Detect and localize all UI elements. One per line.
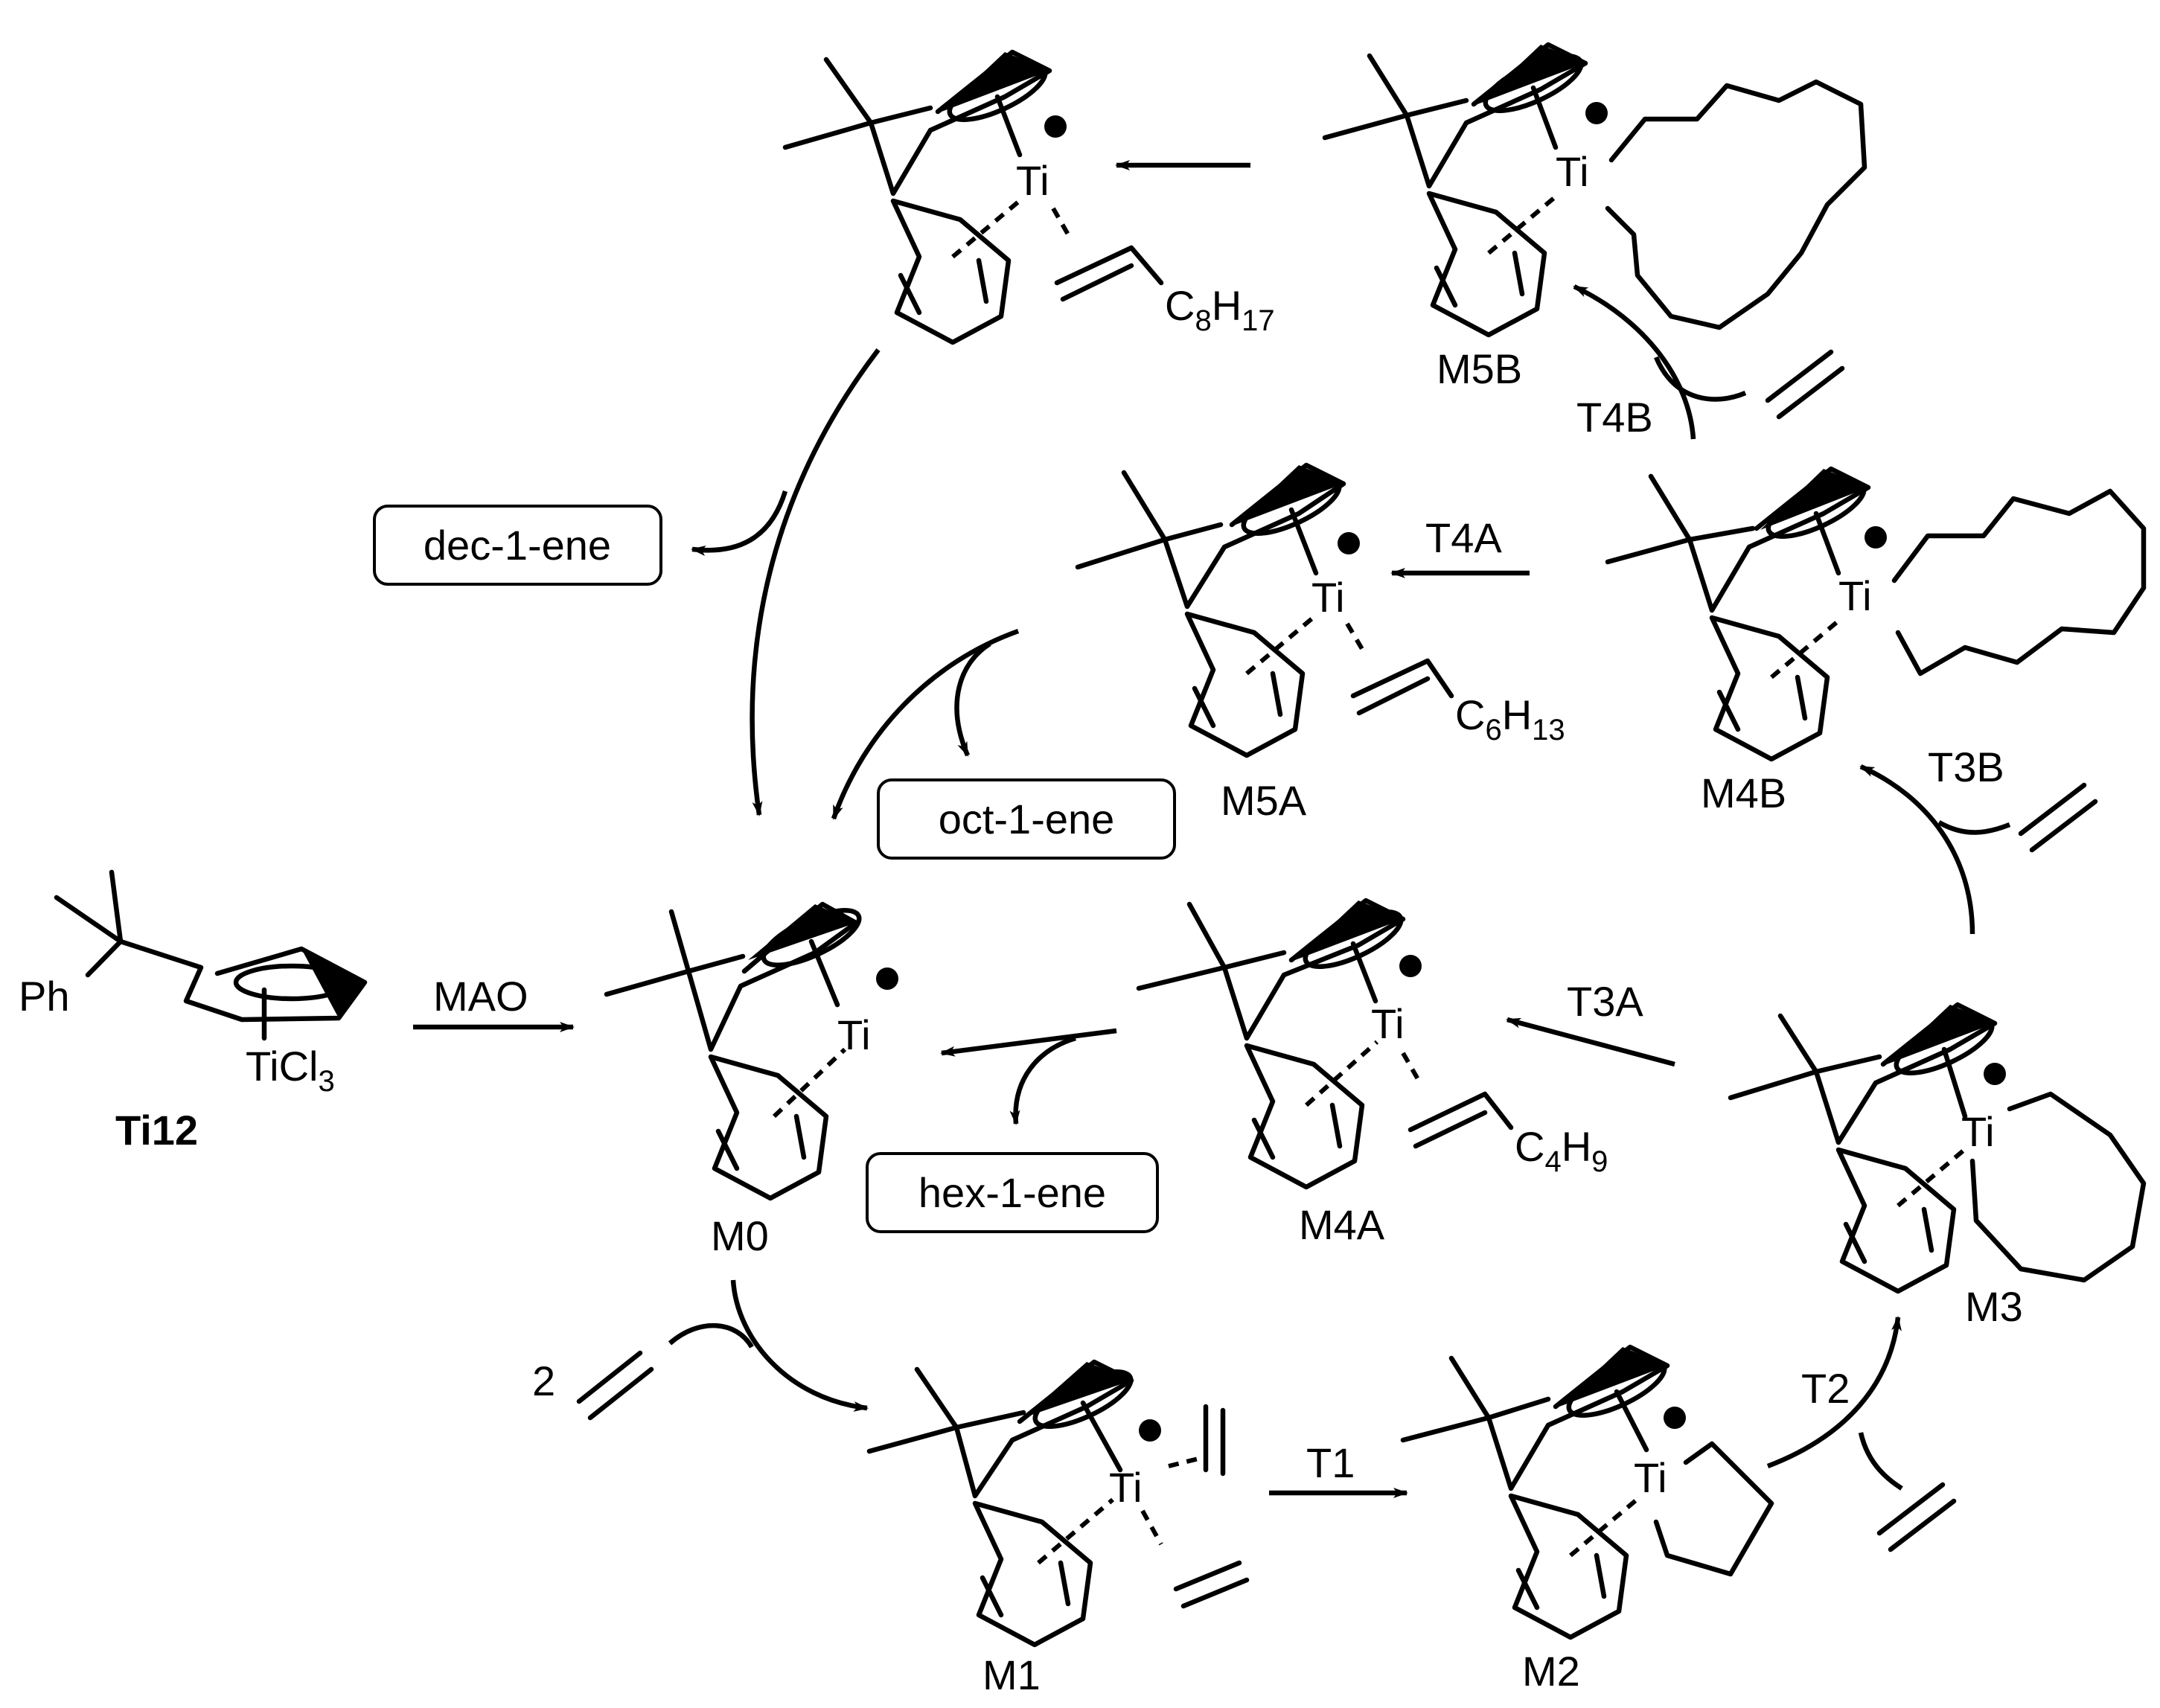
m0-ti-label: Ti <box>837 1011 871 1058</box>
hexyl-c-subscript: 6 <box>1485 714 1501 746</box>
ti12-label: Ti12 <box>115 1107 198 1154</box>
octene-label: oct-1-ene <box>939 796 1115 842</box>
m4b-complex: Ti M4B <box>1605 466 2147 816</box>
m4a-ti-label: Ti <box>1371 1000 1405 1047</box>
t3a-label: T3A <box>1567 978 1643 1025</box>
m0-positive-charge-icon <box>876 967 898 990</box>
m5b-complex: Ti M5B <box>1322 42 1867 392</box>
m5b-label: M5B <box>1437 345 1522 392</box>
butyl-h-subscript: 9 <box>1591 1145 1608 1178</box>
t2-label: T2 <box>1801 1365 1850 1412</box>
svg-text:TiCl3: TiCl3 <box>246 1043 335 1098</box>
butyl-c-subscript: 4 <box>1544 1145 1561 1178</box>
m5b-positive-charge-icon <box>1585 102 1608 124</box>
octyl-c-subscript: 8 <box>1195 304 1211 337</box>
decene-complex-positive-charge-icon <box>1044 115 1067 138</box>
hexene-release-arrow <box>940 1028 1117 1125</box>
m4a-label: M4A <box>1299 1201 1385 1248</box>
butyl-h: H <box>1562 1123 1591 1170</box>
decene-complex: Ti C8H17 <box>782 49 1275 345</box>
butyl-c: C <box>1515 1123 1544 1170</box>
m0-complex: Ti M0 <box>604 901 898 1259</box>
m2-positive-charge-icon <box>1664 1407 1686 1429</box>
m2-complex: Ti M2 <box>1400 1344 1774 1695</box>
hexyl-h: H <box>1502 691 1532 738</box>
t4a-arrow: T4A <box>1390 514 1530 578</box>
decene-release-arrow <box>691 348 881 816</box>
m3-ti-label: Ti <box>1961 1108 1995 1155</box>
octyl-c: C <box>1165 282 1195 329</box>
t3a-arrow: T3A <box>1506 978 1675 1067</box>
phenyl-label: Ph <box>19 973 70 1020</box>
decene-label: dec-1-ene <box>424 522 611 569</box>
t1-label: T1 <box>1306 1439 1355 1486</box>
mao-arrow: MAO <box>413 973 575 1032</box>
mao-label: MAO <box>433 973 528 1020</box>
t2-arrow: T2 <box>1766 1316 1957 1552</box>
m5a-label: M5A <box>1221 777 1307 824</box>
m2-ti-label: Ti <box>1634 1454 1667 1501</box>
ethylene-equiv-label: 2 <box>532 1357 555 1404</box>
m5a-ti-label: Ti <box>1311 574 1345 621</box>
m5a-complex: Ti C6H13 M5A <box>1075 462 1565 824</box>
m5b-ti-label: Ti <box>1556 148 1589 195</box>
m4b-label: M4B <box>1701 770 1786 816</box>
m1-positive-charge-icon <box>1139 1419 1161 1442</box>
svg-text:C6H13: C6H13 <box>1455 691 1565 746</box>
octyl-h: H <box>1212 282 1242 329</box>
decene-product-box: dec-1-ene <box>373 505 662 586</box>
hexene-label: hex-1-ene <box>918 1169 1106 1216</box>
t4b-label: T4B <box>1576 394 1653 441</box>
t4b-arrow: T4B <box>1573 284 1845 441</box>
m1-ti-label: Ti <box>1109 1464 1143 1511</box>
m1-complex: Ti M1 <box>866 1359 1250 1698</box>
ti12-precursor: Ph TiCl3 Ti12 <box>19 869 368 1154</box>
m4b-positive-charge-icon <box>1865 526 1887 548</box>
m2-label: M2 <box>1522 1648 1580 1695</box>
svg-text:C4H9: C4H9 <box>1515 1123 1608 1178</box>
t4a-label: T4A <box>1425 514 1502 561</box>
m1-label: M1 <box>982 1651 1041 1698</box>
svg-text:C8H17: C8H17 <box>1165 282 1275 337</box>
m5a-positive-charge-icon <box>1338 532 1360 554</box>
m4b-ti-label: Ti <box>1838 572 1872 619</box>
t3b-arrow: T3B <box>1859 743 2098 935</box>
ticl3-label: TiCl <box>246 1043 318 1090</box>
hexene-product-box: hex-1-ene <box>866 1152 1159 1233</box>
t1-arrow: T1 <box>1269 1439 1408 1498</box>
ticl3-subscript: 3 <box>318 1065 334 1098</box>
hexyl-h-subscript: 13 <box>1532 714 1565 746</box>
m0-label: M0 <box>711 1212 769 1259</box>
m3-complex: Ti M3 <box>1728 1002 2147 1330</box>
m4a-complex: Ti C4H9 M4A <box>1136 898 1608 1248</box>
octyl-h-subscript: 17 <box>1242 304 1275 337</box>
t3b-label: T3B <box>1928 743 2004 790</box>
octene-product-box: oct-1-ene <box>877 778 1176 860</box>
octene-release-arrow <box>831 628 1020 820</box>
m3-label: M3 <box>1965 1283 2023 1330</box>
hexyl-c: C <box>1455 691 1485 738</box>
decene-complex-ti-label: Ti <box>1016 157 1049 204</box>
m4a-positive-charge-icon <box>1399 955 1422 977</box>
m3-positive-charge-icon <box>1984 1063 2006 1085</box>
ethylene-addition-arrow: 2 <box>532 1279 869 1421</box>
